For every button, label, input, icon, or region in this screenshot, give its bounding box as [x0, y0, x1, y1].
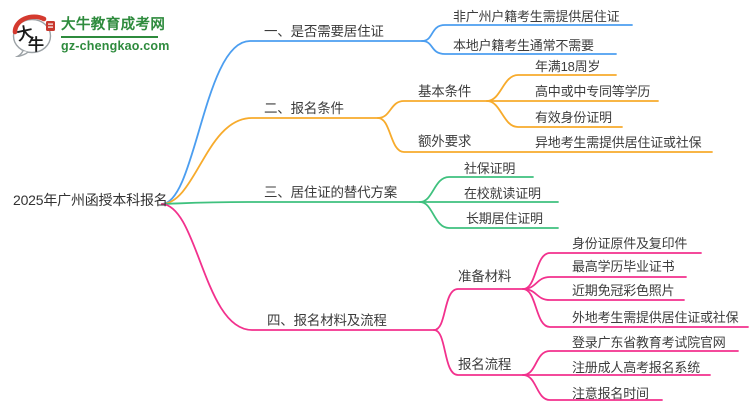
node-branch-4-grandchild-3: 外地考生需提供居住证或社保: [572, 310, 739, 325]
node-branch-1-child-1: 本地户籍考生通常不需要: [453, 38, 594, 53]
red-arc: [12, 14, 47, 35]
node-branch-4-grandchild-0: 身份证原件及复印件: [572, 236, 688, 251]
node-branch-4-grandchild-1: 最高学历毕业证书: [572, 259, 675, 274]
node-branch-2-child-0: 基本条件: [418, 84, 472, 99]
branch-2-lines: [161, 74, 713, 205]
node-branch-2-grandchild-1: 高中或中专同等学历: [535, 84, 651, 99]
node-branch-4: 四、报名材料及流程: [267, 313, 387, 328]
node-branch-2-grandchild-2: 有效身份证明: [535, 110, 612, 125]
node-branch-4-grandchild-6: 注意报名时间: [572, 386, 649, 401]
node-branch-4-grandchild-4: 登录广东省教育考试院官网: [572, 335, 726, 350]
daniu-logo-icon: 大 牛: [12, 14, 55, 57]
branch-3-lines: [161, 176, 559, 229]
node-branch-2-child-1: 额外要求: [418, 134, 472, 149]
branch-4-lines: [161, 203, 749, 401]
node-branch-4-child-0: 准备材料: [458, 269, 512, 284]
root-node: 2025年广州函授本科报名: [13, 192, 168, 208]
node-branch-4-child-1: 报名流程: [458, 357, 512, 372]
site-logo: 大 牛 大牛教育成考网 gz-chengkao.com: [11, 13, 170, 57]
logo-url: gz-chengkao.com: [61, 39, 170, 53]
node-branch-3-child-2: 长期居住证明: [466, 211, 543, 226]
node-branch-2: 二、报名条件: [264, 101, 344, 116]
node-branch-1: 一、是否需要居住证: [264, 24, 384, 39]
logo-mark-char-2: 牛: [28, 35, 44, 54]
bubble-tail: [15, 50, 29, 57]
branch-1-lines: [161, 24, 633, 205]
node-branch-1-child-0: 非广州户籍考生需提供居住证: [453, 9, 620, 24]
node-branch-2-grandchild-0: 年满18周岁: [535, 59, 601, 74]
node-branch-4-grandchild-5: 注册成人高考报名系统: [572, 360, 701, 375]
logo-divider: [61, 36, 158, 38]
node-branch-3: 三、居住证的替代方案: [264, 185, 397, 200]
node-branch-3-child-1: 在校就读证明: [464, 186, 541, 201]
logo-mark-char-1: 大: [15, 22, 35, 44]
node-branch-3-child-0: 社保证明: [464, 161, 516, 176]
logo-title: 大牛教育成考网: [61, 17, 166, 33]
red-seal: [46, 21, 55, 31]
node-branch-4-grandchild-2: 近期免冠彩色照片: [572, 283, 675, 298]
node-branch-2-grandchild-3: 异地考生需提供居住证或社保: [535, 135, 702, 150]
